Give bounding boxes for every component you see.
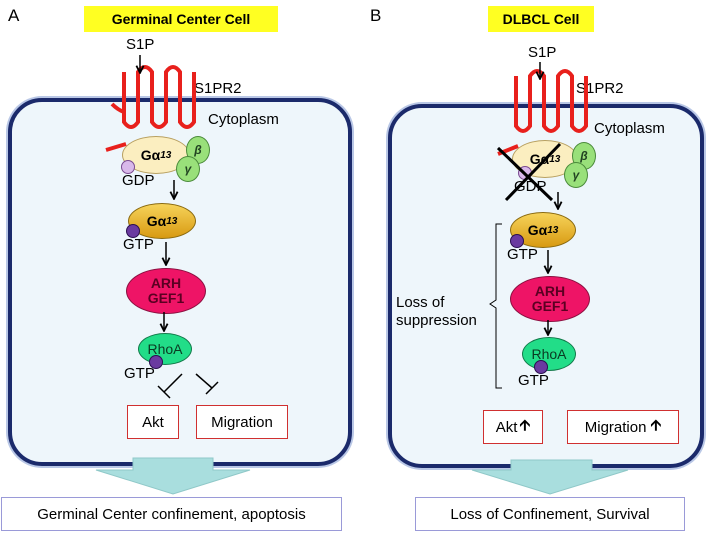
panel-a-outcome-box: Germinal Center confinement, apoptosis (1, 497, 342, 531)
panel-b-s1pr2-receptor (514, 69, 588, 133)
panel-b-gtp-dot-2 (534, 360, 548, 374)
panel-a-inhibit-migration-bar (205, 381, 219, 395)
panel-b-g-alpha-gtp-label: Gα (527, 222, 548, 238)
panel-b-letter: B (370, 6, 382, 25)
panel-b-cross-line-2 (504, 142, 562, 202)
panel-b-migration-box: Migration🡩 (567, 410, 679, 444)
panel-b-g-alpha-sub: 13 (549, 153, 561, 165)
panel-a-gtp-dot-1 (126, 224, 140, 238)
panel-b-arh-line1: ARH (534, 283, 566, 299)
panel-b-gtp-dot-1 (510, 234, 524, 248)
panel-b-bracket-line1: Loss of (396, 294, 445, 311)
panel-b-g-alpha-gtp-sub: 13 (547, 224, 559, 236)
panel-a-akt-box: Akt (127, 405, 179, 439)
panel-a-cytoplasm-label: Cytoplasm (208, 111, 279, 128)
panel-a-rhoa-label: RhoA (147, 341, 183, 357)
panel-b-rhoa-label: RhoA (531, 346, 567, 362)
panel-a-gamma-label: γ (184, 162, 192, 176)
panel-a-receptor-ctail (105, 142, 127, 152)
panel-b-bracket (489, 223, 502, 389)
panel-a-s1pr2-receptor (122, 65, 196, 129)
panel-b-cytoplasm-label: Cytoplasm (594, 120, 665, 137)
panel-b-bracket-line2: suppression (396, 312, 477, 329)
panel-b-s1p-label: S1P (528, 44, 557, 61)
panel-b-gamma-label: γ (572, 168, 580, 182)
panel-b-gtp-label-1: GTP (507, 246, 538, 263)
panel-a-migration-label: Migration (211, 413, 273, 431)
panel-b-akt-label: Akt (495, 418, 518, 436)
panel-b-beta-label: β (580, 149, 588, 163)
panel-a-receptor-tail (110, 102, 125, 114)
panel-a-inhibit-migration (195, 373, 213, 389)
panel-a-rhoa: RhoA (138, 333, 192, 365)
panel-a-letter: A (8, 6, 20, 25)
panel-b-akt-up-arrow-icon: 🡩 (519, 416, 531, 434)
panel-a-s1p-label: S1P (126, 36, 155, 53)
panel-a-title: Germinal Center Cell (84, 6, 278, 32)
panel-b-gamma-subunit: γ (564, 162, 588, 188)
panel-a-arh-line1: ARH (150, 275, 182, 291)
panel-a-g-alpha-sub: 13 (160, 149, 172, 161)
panel-a-outcome-label: Germinal Center confinement, apoptosis (37, 505, 306, 523)
panel-a-receptor-label: S1PR2 (194, 80, 242, 97)
panel-b-title: DLBCL Cell (488, 6, 594, 32)
panel-a-arh-line2: GEF1 (147, 290, 185, 306)
panel-a-gdp-label: GDP (122, 172, 155, 189)
panel-a-g-alpha-gtp-sub: 13 (166, 215, 178, 227)
panel-a-inhibit-akt (163, 373, 183, 393)
panel-a-gtp-label-2: GTP (124, 365, 155, 382)
panel-b-g-alpha-label: Gα (529, 151, 550, 167)
panel-a-gtp-label-1: GTP (123, 236, 154, 253)
panel-a-g-alpha-label: Gα (140, 147, 161, 163)
panel-a-beta-label: β (194, 143, 202, 157)
panel-b-migration-up-arrow-icon: 🡩 (650, 416, 662, 434)
panel-a-gdp-dot (121, 160, 135, 174)
panel-b-outcome-label: Loss of Confinement, Survival (450, 505, 650, 523)
panel-a-gtp-dot-2 (149, 355, 163, 369)
panel-b-rhoa: RhoA (522, 337, 576, 371)
panel-a-outcome-arrow (95, 457, 251, 495)
panel-b-gtp-label-2: GTP (518, 372, 549, 389)
panel-a-gamma-subunit: γ (176, 156, 200, 182)
panel-b-loss-of-suppression: Loss of suppression (396, 294, 477, 330)
panel-b-outcome-arrow (471, 459, 629, 495)
panel-b-cross-line-1 (496, 146, 554, 202)
panel-a-inhibit-akt-bar (157, 385, 171, 399)
panel-b-migration-label: Migration (584, 418, 647, 436)
panel-b-akt-box: Akt🡩 (483, 410, 543, 444)
panel-b-arh-line2: GEF1 (531, 298, 569, 314)
panel-a-migration-box: Migration (196, 405, 288, 439)
panel-a-akt-label: Akt (142, 413, 164, 431)
panel-b-outcome-box: Loss of Confinement, Survival (415, 497, 685, 531)
panel-a-g-alpha-gtp-label: Gα (146, 213, 167, 229)
